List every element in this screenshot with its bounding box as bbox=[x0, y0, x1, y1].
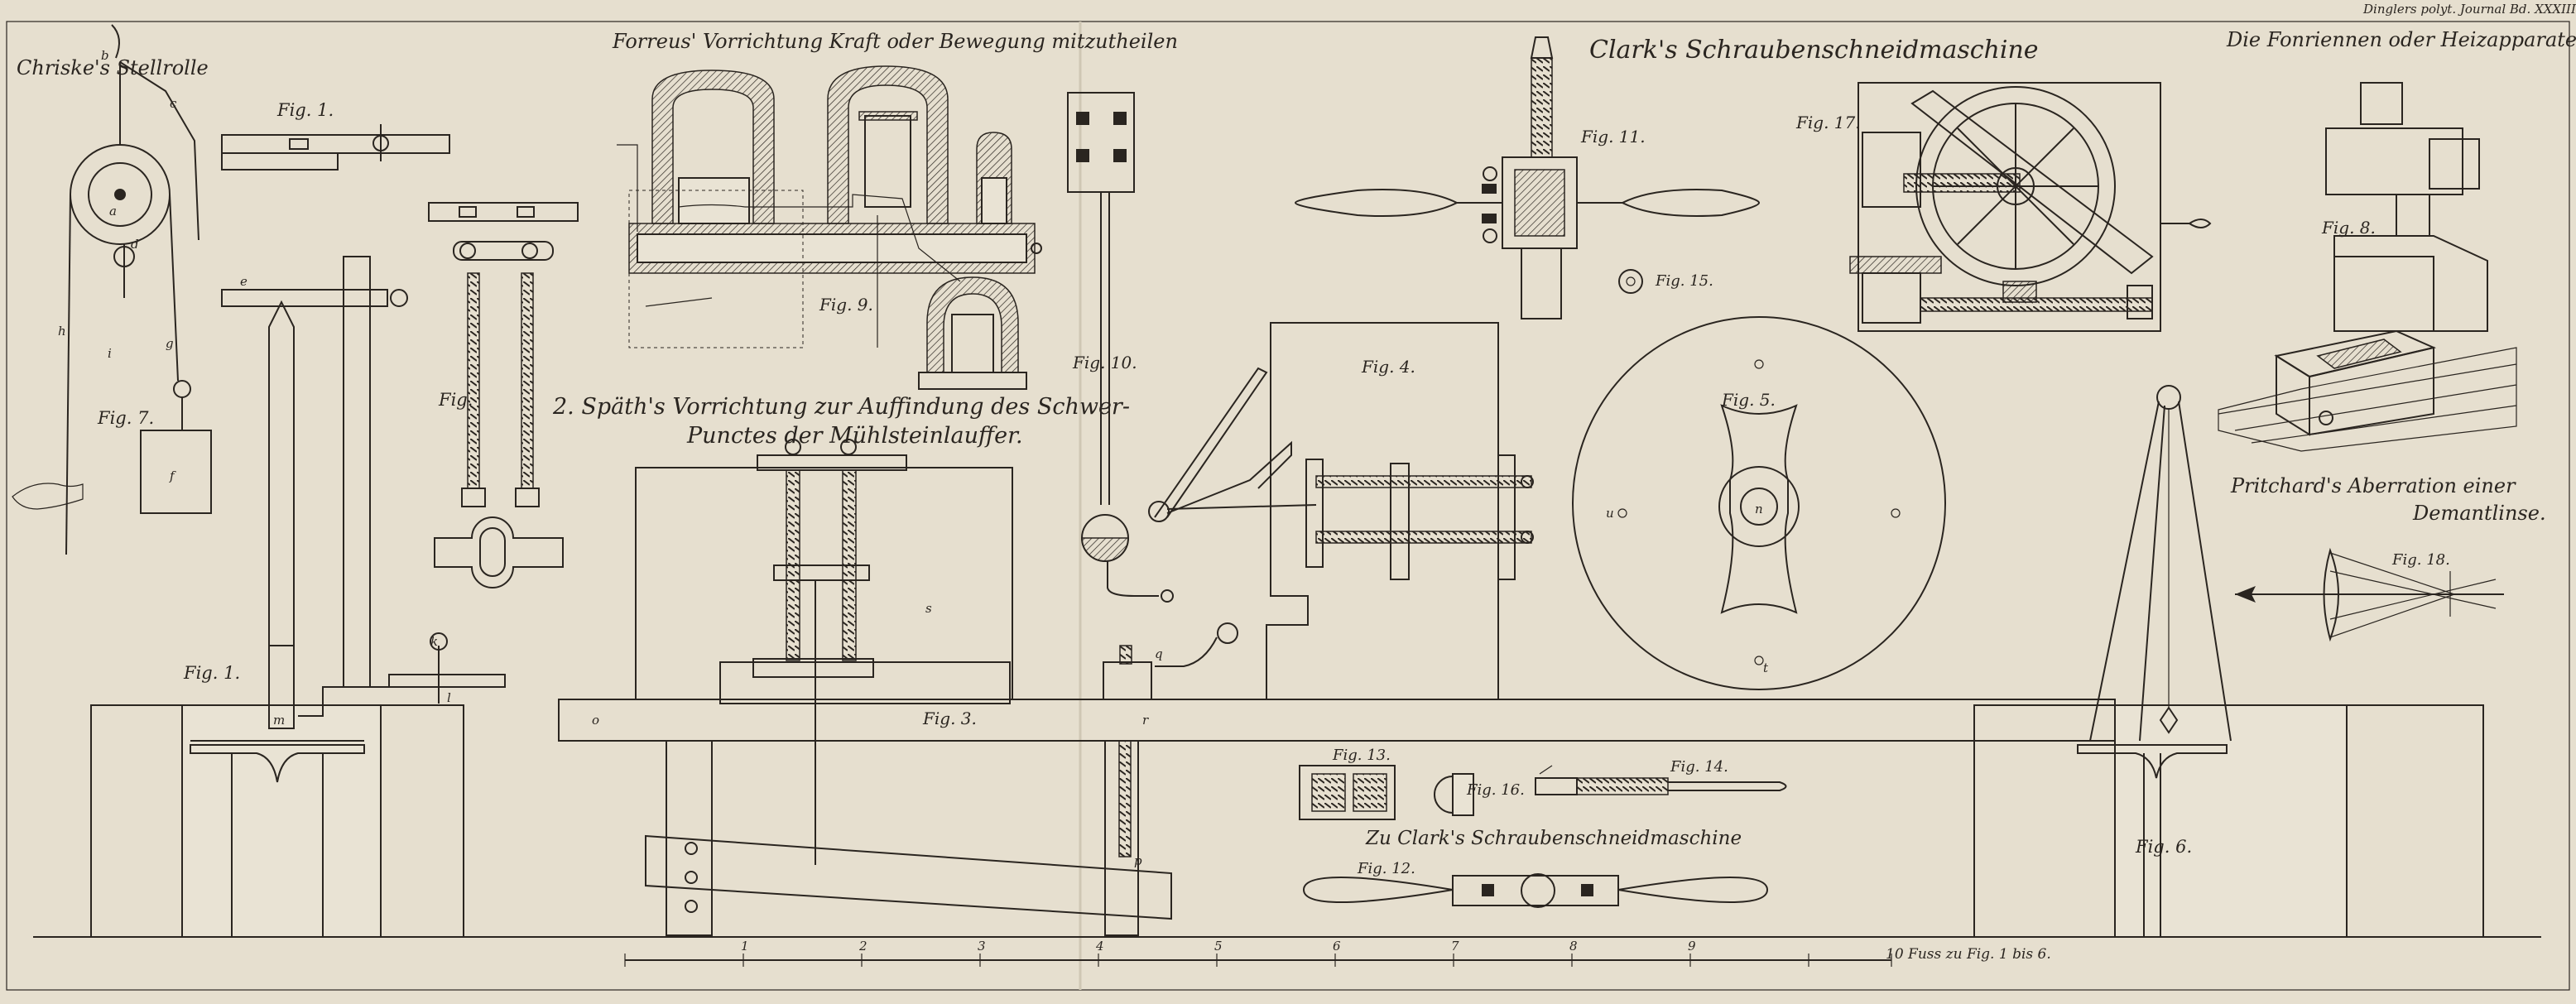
scale-tick-7: 7 bbox=[1451, 939, 1459, 954]
fig16-label: Fig. 16. bbox=[1466, 781, 1525, 799]
title-clark: Clark's Schraubenschneidmaschine bbox=[1589, 36, 2039, 65]
letter-a: a bbox=[109, 204, 117, 219]
fig1-detail-bar bbox=[221, 124, 450, 171]
scale-tick-8: 8 bbox=[1569, 939, 1578, 954]
journal-header: Dinglers polyt. Journal Bd. XXXIII. Tb. … bbox=[2362, 2, 2576, 17]
fig-bolts-label: Fig. bbox=[438, 390, 473, 410]
fig6-label: Fig. 6. bbox=[2135, 837, 2192, 857]
title-spaeth-1: 2. Späth's Vorrichtung zur Auffindung de… bbox=[552, 394, 1130, 420]
letter-u: u bbox=[1606, 506, 1614, 521]
letter-e: e bbox=[240, 274, 248, 289]
fig5-disc bbox=[1572, 316, 1946, 690]
letter-h: h bbox=[58, 324, 66, 339]
letter-f: f bbox=[169, 468, 176, 483]
fig4-label: Fig. 4. bbox=[1361, 357, 1415, 377]
title-pritchard-1: Pritchard's Aberration einer bbox=[2230, 474, 2516, 497]
fig5-label: Fig. 5. bbox=[1721, 390, 1776, 410]
scale-tick-6: 6 bbox=[1333, 939, 1341, 954]
scale-tick-4: 4 bbox=[1095, 939, 1104, 954]
fig15-detail bbox=[1618, 269, 1643, 294]
scale-bar bbox=[624, 954, 1892, 967]
title-chriske: Chriske's Stellrolle bbox=[17, 56, 209, 79]
letter-c: c bbox=[170, 96, 177, 111]
title-forreus: Forreus' Vorrichtung Kraft oder Bewegung… bbox=[612, 30, 1178, 53]
fig12-label: Fig. 12. bbox=[1357, 860, 1415, 877]
letter-b: b bbox=[101, 48, 109, 63]
fig17-label: Fig. 17. bbox=[1795, 113, 1861, 132]
letter-o: o bbox=[592, 713, 599, 728]
fig8-heater bbox=[2218, 82, 2517, 452]
letter-l: l bbox=[447, 690, 451, 705]
scale-tick-1: 1 bbox=[741, 939, 749, 954]
title-spaeth-2: Punctes der Mühlsteinlauffer. bbox=[686, 423, 1023, 449]
fig7-pulley bbox=[12, 24, 212, 555]
fig12-handle bbox=[1302, 873, 1769, 908]
fig9-label: Fig. 9. bbox=[819, 295, 873, 315]
fig13-label: Fig. 13. bbox=[1332, 747, 1391, 764]
scale-caption: 10 Fuss zu Fig. 1 bis 6. bbox=[1886, 946, 2051, 963]
scale-tick-9: 9 bbox=[1688, 939, 1696, 954]
fig3-label: Fig. 3. bbox=[922, 709, 977, 728]
letter-n: n bbox=[1755, 502, 1763, 516]
title-pritchard-2: Demantlinse. bbox=[2412, 502, 2546, 525]
fig10-rod bbox=[1067, 92, 1174, 603]
letter-p: p bbox=[1134, 853, 1142, 868]
letter-r: r bbox=[1142, 713, 1149, 728]
fig3-spaeth bbox=[558, 439, 2116, 936]
fig14-tap bbox=[1535, 765, 1787, 795]
scale-tick-2: 2 bbox=[858, 939, 867, 954]
letter-d: d bbox=[131, 237, 139, 252]
fig9-forreus bbox=[617, 65, 1042, 390]
fig18-lens bbox=[2235, 547, 2504, 642]
fig11-screw-cutter bbox=[1294, 36, 1761, 319]
fig18-label: Fig. 18. bbox=[2391, 551, 2450, 569]
letter-s: s bbox=[925, 601, 932, 616]
fig15-label: Fig. 15. bbox=[1655, 272, 1713, 290]
fig9-dashed-box bbox=[628, 190, 804, 348]
letter-m: m bbox=[273, 713, 285, 728]
letter-k: k bbox=[430, 634, 438, 649]
fig8-label: Fig. 8. bbox=[2321, 218, 2376, 238]
fig10-label: Fig. 10. bbox=[1072, 353, 1137, 372]
scale-tick-5: 5 bbox=[1214, 939, 1223, 954]
fig-bolts-detail bbox=[428, 202, 579, 588]
title-zu-clark: Zu Clark's Schraubenschneidmaschine bbox=[1365, 828, 1742, 849]
letter-q: q bbox=[1155, 646, 1163, 661]
fig6-tripod bbox=[1973, 385, 2484, 938]
fig1-main bbox=[90, 256, 506, 938]
letter-t: t bbox=[1763, 661, 1769, 675]
fig4-clamp bbox=[1148, 322, 1534, 700]
fig14-label: Fig. 14. bbox=[1670, 758, 1728, 776]
fig1-main-label: Fig. 1. bbox=[183, 663, 240, 683]
fig16-ring bbox=[1434, 773, 1474, 816]
fig1-top-label: Fig. 1. bbox=[276, 100, 334, 120]
plate-border bbox=[6, 21, 2570, 991]
letter-g: g bbox=[166, 336, 174, 351]
fig17-wheel-machine bbox=[1849, 82, 2212, 332]
letter-i: i bbox=[108, 346, 112, 361]
title-fonriennen: Die Fonriennen oder Heizapparate bbox=[2226, 28, 2576, 51]
scale-tick-3: 3 bbox=[978, 939, 986, 954]
fig7-label: Fig. 7. bbox=[97, 408, 154, 428]
fig13-die bbox=[1299, 765, 1396, 820]
fig11-label: Fig. 11. bbox=[1580, 127, 1646, 147]
